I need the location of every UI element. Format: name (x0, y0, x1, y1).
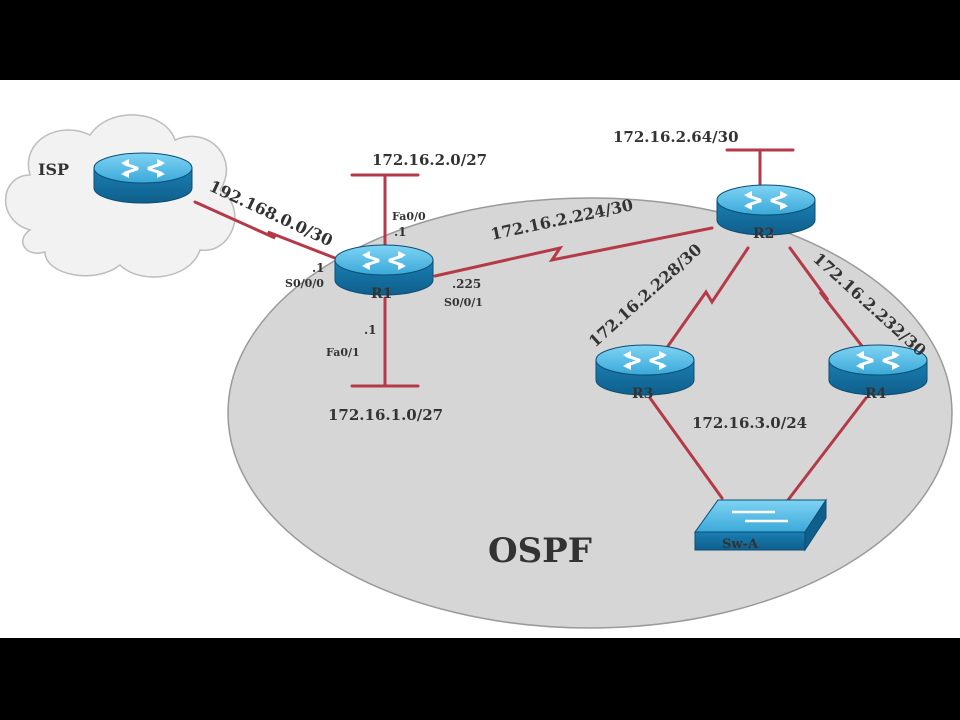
screen-area: OSPF ISP R1 R2 R3 R4 Sw-A 192.168.0.0/30… (0, 80, 960, 638)
switch-sw-a[interactable] (694, 498, 827, 552)
r1-fa00-label: Fa0/0 (392, 210, 426, 223)
r1-fa01-label: Fa0/1 (326, 346, 360, 359)
link-r4-switch (786, 396, 868, 502)
link-isp-r1 (193, 200, 342, 262)
router-r2-label: R2 (753, 226, 774, 242)
router-r4-label: R4 (865, 386, 887, 402)
lan-r2-label: 172.16.2.64/30 (613, 128, 739, 146)
switch-lan-label: 172.16.3.0/24 (692, 414, 807, 432)
r1-s000-ip: .1 (312, 261, 325, 275)
r1-s000-label: S0/0/0 (285, 277, 324, 290)
link-r3-switch (648, 396, 724, 500)
link-r2-r4 (788, 246, 864, 348)
isp-label: ISP (38, 160, 69, 179)
ospf-area-label: OSPF (488, 531, 592, 571)
router-r1-label: R1 (371, 286, 392, 302)
link-r1-r2 (433, 226, 714, 278)
lan-r1-fa00-label: 172.16.2.0/27 (372, 151, 487, 169)
network-topology-diagram: OSPF ISP R1 R2 R3 R4 Sw-A 192.168.0.0/30… (4, 114, 953, 629)
lan-r1-fa01-label: 172.16.1.0/27 (328, 406, 443, 424)
switch-label: Sw-A (722, 537, 759, 552)
link-r2-r3 (666, 246, 750, 348)
r1-fa00-ip: .1 (394, 225, 407, 239)
router-isp[interactable] (92, 151, 194, 205)
router-r3-label: R3 (632, 386, 653, 402)
r1-fa01-ip: .1 (364, 323, 377, 337)
r1-s001-ip: .225 (452, 277, 481, 291)
r1-s001-label: S0/0/1 (444, 296, 483, 309)
